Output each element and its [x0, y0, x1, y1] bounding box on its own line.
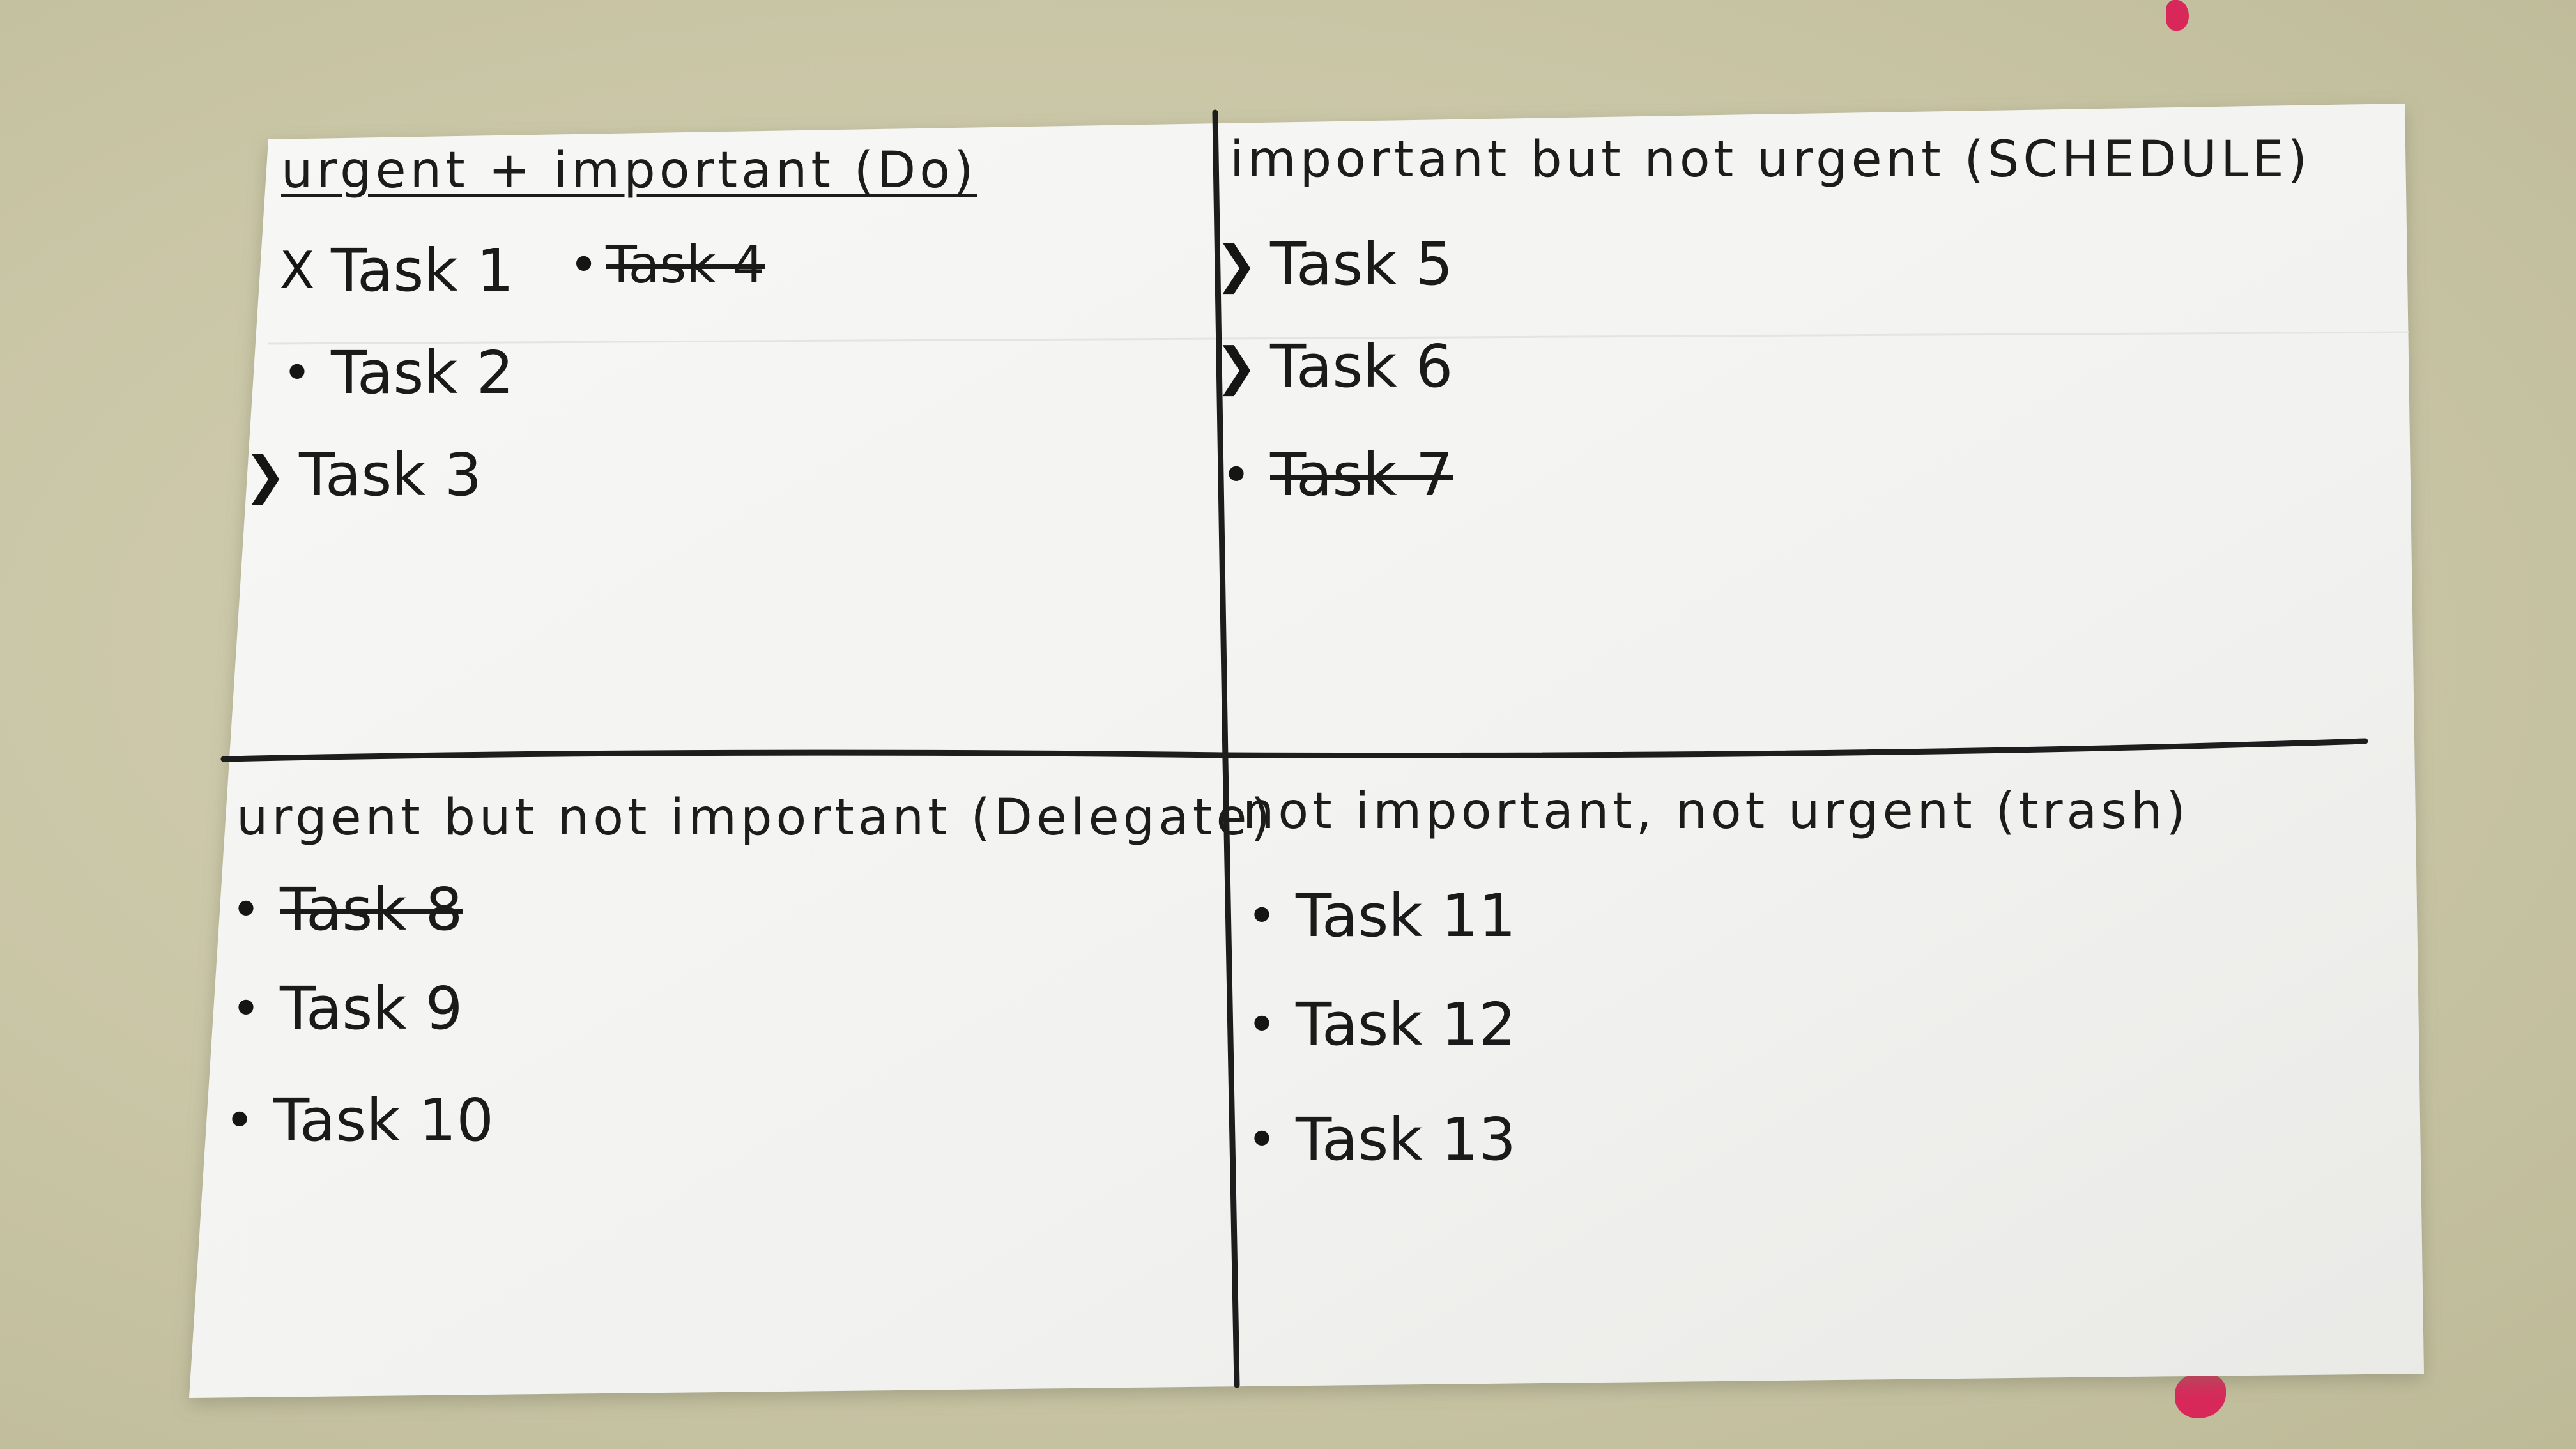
- migrated-arrow-icon: ❯: [1215, 234, 1258, 294]
- task-label: Task 10: [273, 1086, 494, 1154]
- bullet-dot-icon: •: [1246, 995, 1277, 1054]
- pink-marker-smudge-top: [2166, 0, 2189, 31]
- vertical-divider-line: [1212, 109, 1240, 1388]
- quadrant-title-do: urgent + important (Do): [281, 142, 977, 199]
- task-item: • Task 11: [1239, 882, 1516, 950]
- task-label-struck: Task 7: [1270, 441, 1453, 509]
- task-item: • Task 10: [217, 1086, 494, 1154]
- task-label: Task 6: [1270, 332, 1453, 401]
- x-mark-icon: X: [279, 241, 315, 300]
- task-item: ❯ Task 3: [243, 441, 482, 509]
- card-paper: [189, 103, 2424, 1398]
- task-label: Task 3: [299, 441, 482, 509]
- quadrant-title-schedule: important but not urgent (SCHEDULE): [1230, 131, 2312, 188]
- task-label: Task 11: [1296, 882, 1516, 950]
- task-item: • Task 13: [1239, 1105, 1516, 1174]
- bullet-dot-icon: •: [1221, 445, 1252, 505]
- bullet-dot-icon: •: [231, 880, 261, 939]
- task-label: Task 9: [280, 974, 463, 1043]
- card-fold-line: [268, 331, 2409, 345]
- horizontal-divider-line: [220, 738, 2368, 762]
- bullet-dot-icon: •: [1246, 1110, 1277, 1169]
- task-label: Task 2: [331, 339, 514, 407]
- task-label: Task 5: [1270, 230, 1453, 298]
- quadrant-title-trash: not important, not urgent (trash): [1243, 783, 2189, 840]
- task-item: • Task 2: [275, 339, 514, 407]
- task-item: • Task 9: [224, 974, 463, 1043]
- task-item: • Task 8: [224, 875, 463, 944]
- quadrant-title-delegate: urgent but not important (Delegate): [236, 789, 1274, 847]
- task-item: • Task 4: [569, 235, 765, 295]
- task-item: X Task 1: [275, 236, 514, 305]
- task-item: • Task 12: [1239, 990, 1516, 1059]
- task-label: Task 1: [331, 236, 514, 305]
- migrated-arrow-icon: ❯: [1215, 337, 1258, 396]
- task-label: Task 13: [1296, 1105, 1516, 1174]
- task-item: ❯ Task 6: [1214, 332, 1453, 401]
- task-label-struck: Task 4: [606, 235, 765, 295]
- bullet-dot-icon: •: [569, 235, 599, 295]
- task-item: • Task 7: [1214, 441, 1453, 509]
- bullet-dot-icon: •: [231, 979, 261, 1038]
- pink-marker-smudge-bottom: [2175, 1374, 2226, 1418]
- bullet-dot-icon: •: [224, 1091, 255, 1150]
- bullet-dot-icon: •: [1246, 886, 1277, 946]
- task-item: ❯ Task 5: [1214, 230, 1453, 298]
- task-label: Task 12: [1296, 990, 1516, 1059]
- migrated-arrow-icon: ❯: [243, 445, 287, 505]
- bullet-dot-icon: •: [282, 343, 312, 402]
- task-label-struck: Task 8: [280, 875, 463, 944]
